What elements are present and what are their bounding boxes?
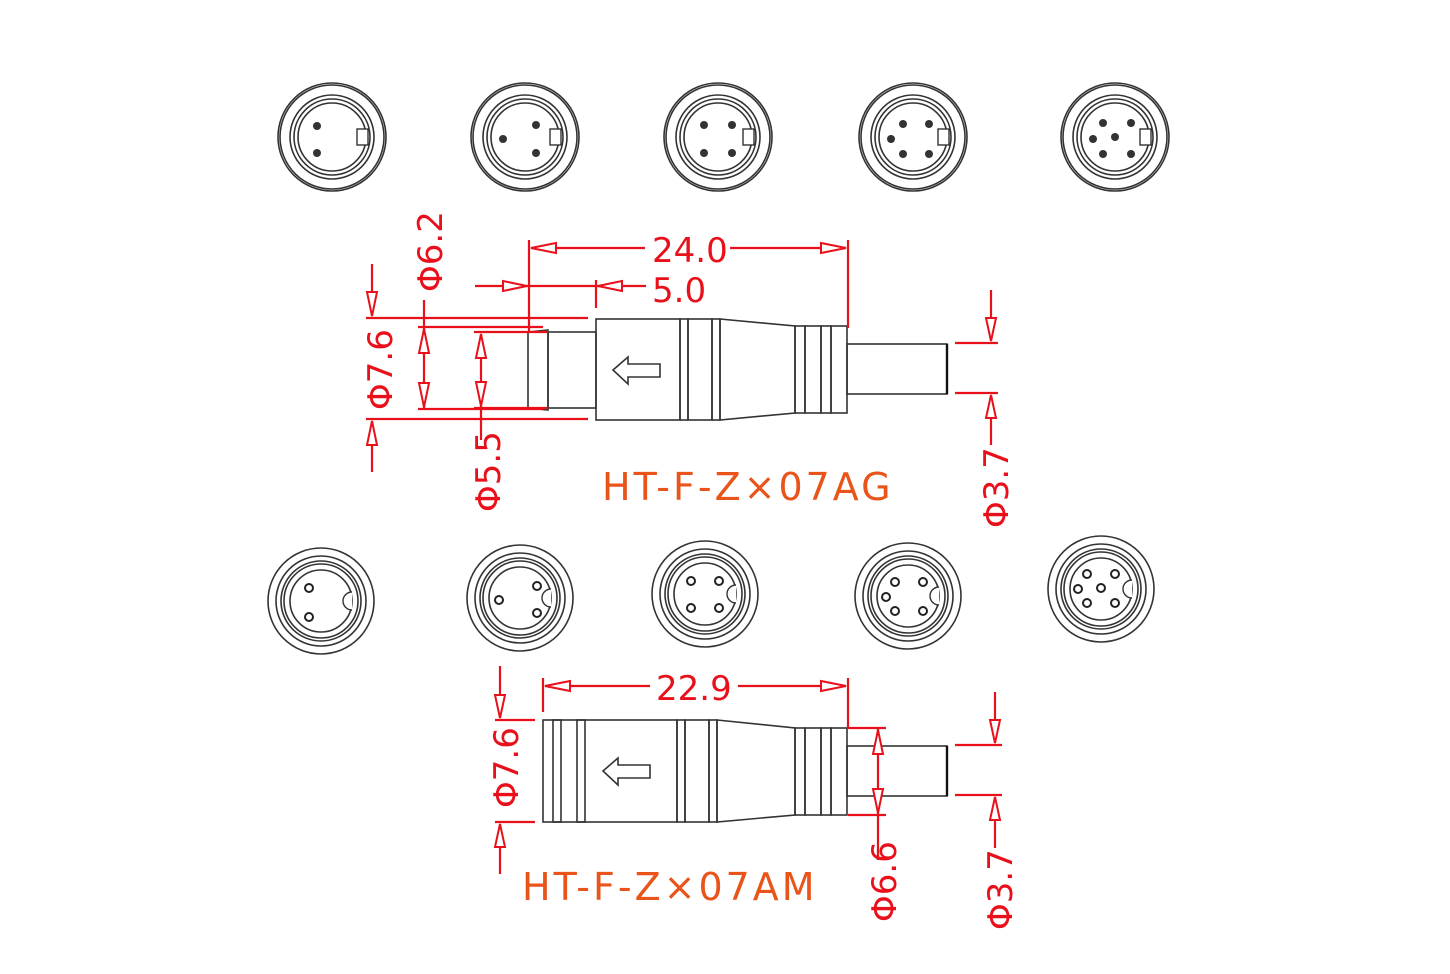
face-view-3pin-female [470,82,580,192]
top-face-row [277,82,1170,192]
dim-front-length: 5.0 [652,271,706,311]
face-view-5pin-male [854,542,962,650]
face-view-2pin-male [267,547,375,655]
face-view-5pin-female [858,82,968,192]
left-arrow-icon [611,355,661,386]
face-view-4pin-female [663,82,773,192]
face-view-2pin-female [277,82,387,192]
face-view-3pin-male [466,544,574,652]
dim-mid-dia: Φ6.2 [411,211,451,292]
face-view-4pin-male [651,540,759,648]
part-am-side-view [542,719,949,823]
dim-outer-dia: Φ7.6 [361,329,401,410]
part-am-label: HT-F-Z×07AM [522,865,818,909]
part-ag-side-view [527,318,949,421]
bottom-face-row [267,535,1155,655]
part-am-dimensions: 22.9 Φ7.6 Φ6.6 Φ3.7 [487,666,1021,930]
part-ag-label: HT-F-Z×07AG [602,465,894,509]
dim-cable-dia: Φ3.7 [977,447,1017,528]
left-arrow-icon [601,756,651,787]
dim-am-cable-dia: Φ3.7 [981,849,1021,930]
face-view-6pin-female [1060,82,1170,192]
part-ag-dimensions: 24.0 5.0 Φ7.6 Φ6.2 Φ5.5 [361,211,1017,528]
dim-am-outer-dia: Φ7.6 [487,727,527,808]
dim-am-overall-length: 22.9 [656,669,732,709]
dim-am-rear-dia: Φ6.6 [865,841,905,922]
dim-overall-length: 24.0 [652,231,728,271]
dim-inner-dia: Φ5.5 [469,431,509,512]
face-view-6pin-male [1047,535,1155,643]
